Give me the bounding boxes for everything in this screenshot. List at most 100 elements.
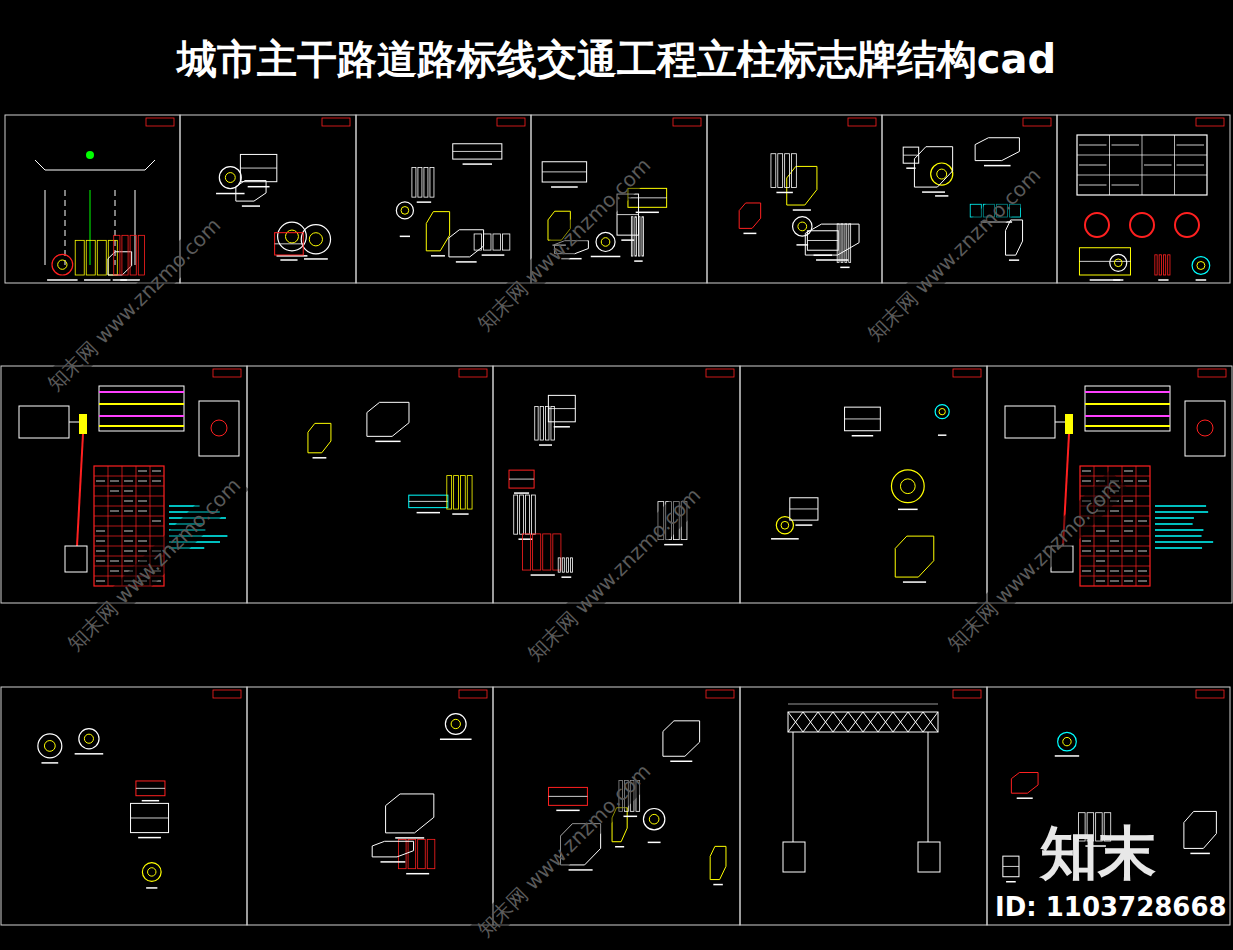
drawing-detail [75,729,104,754]
sheet-frame [1057,115,1230,283]
watermark: 知末网 www.znzmo.com [470,150,659,339]
drawing-detail [275,233,304,260]
drawing-detail [975,138,1019,166]
title-block [459,369,487,377]
drawing-detail [240,154,276,186]
drawing-detail [1110,254,1127,280]
drawing-detail [1079,248,1130,280]
drawing-detail [643,808,664,842]
drawing-detail [1011,773,1038,799]
title-block [213,690,241,698]
title-block [706,690,734,698]
sheet-frame [5,115,180,283]
title-block [497,118,525,126]
brand-logo: 知末 [1040,815,1156,893]
title-block [213,369,241,377]
drawing-detail [509,470,534,493]
drawing-detail [591,232,621,256]
sheet-frame [707,115,882,283]
drawing-detail [548,395,575,426]
drawing-detail [558,558,572,577]
drawing-detail [895,536,934,582]
drawing-detail [710,846,726,884]
sheet-frame [1,687,247,925]
drawing-detail [47,254,77,280]
drawing-detail [793,217,812,245]
watermark: 知末网 www.znzmo.com [60,470,249,659]
title-block [322,118,350,126]
drawing-detail [542,162,586,187]
title-block [673,118,701,126]
drawing-detail [372,841,413,862]
drawing-detail [523,534,561,575]
title-block [146,118,174,126]
drawing-detail [412,168,434,203]
sheet-frame [987,687,1230,925]
drawing-detail [386,794,434,838]
id-label: ID: 1103728668 [995,892,1227,922]
drawing-detail [935,405,949,436]
drawing-detail [845,407,881,436]
data-table [1077,135,1207,195]
drawing-detail [409,495,448,512]
watermark: 知末网 www.znzmo.com [40,210,229,399]
drawing-detail [631,217,643,261]
sheet-frame [180,115,356,283]
sheet-frame [247,366,493,603]
sheet-frame [1,366,247,603]
watermark: 知末网 www.znzmo.com [940,470,1129,659]
drawing-detail [1155,255,1170,280]
drawing-detail [367,402,409,441]
sheet-frame [247,687,493,925]
sheet-frame [740,687,987,925]
drawing-detail [399,839,435,873]
drawing-detail [771,154,796,193]
drawing-detail [426,212,449,256]
sign-post [19,386,239,572]
sheet-frame [740,366,987,603]
drawing-detail [805,224,859,260]
drawing-detail [236,181,266,207]
drawing-detail [1184,811,1216,853]
drawing-detail [891,470,924,509]
title-block [953,690,981,698]
watermark: 知末网 www.znzmo.com [860,160,1049,349]
drawing-detail [1055,732,1079,756]
title-block [1198,369,1226,377]
drawing-detail [1192,257,1210,280]
title-block [1196,690,1224,698]
title-block [1023,118,1051,126]
drawing-detail [1003,856,1019,882]
title-block [706,369,734,377]
drawing-detail [807,231,838,255]
drawing-detail [136,781,165,801]
drawing-detail [449,230,484,262]
drawing-detail [663,721,700,761]
drawing-detail [142,863,161,888]
title-block [1196,118,1224,126]
drawing-detail [903,147,918,168]
drawing-detail [514,495,536,539]
drawing-detail [739,203,760,233]
drawing-detail [1006,220,1023,260]
gantry-frame [783,704,940,872]
drawing-detail [308,423,331,457]
page-title: 城市主干路道路标线交通工程立柱标志牌结构cad [0,32,1233,87]
drawing-detail [38,734,62,763]
drawing-detail [790,498,818,525]
drawing-detail [474,234,510,255]
drawing-detail [440,714,472,740]
drawing-detail [549,787,588,810]
title-block [459,690,487,698]
drawing-detail [75,240,117,280]
sheet-frame [356,115,531,283]
title-block [953,369,981,377]
drawing-detail [447,476,472,514]
drawing-detail [453,144,502,164]
drawing-detail [131,803,169,837]
drawing-detail [837,224,850,267]
drawing-detail [914,147,952,192]
drawing-detail [535,406,555,445]
watermark: 知末网 www.znzmo.com [470,756,659,945]
drawing-detail [396,202,413,237]
